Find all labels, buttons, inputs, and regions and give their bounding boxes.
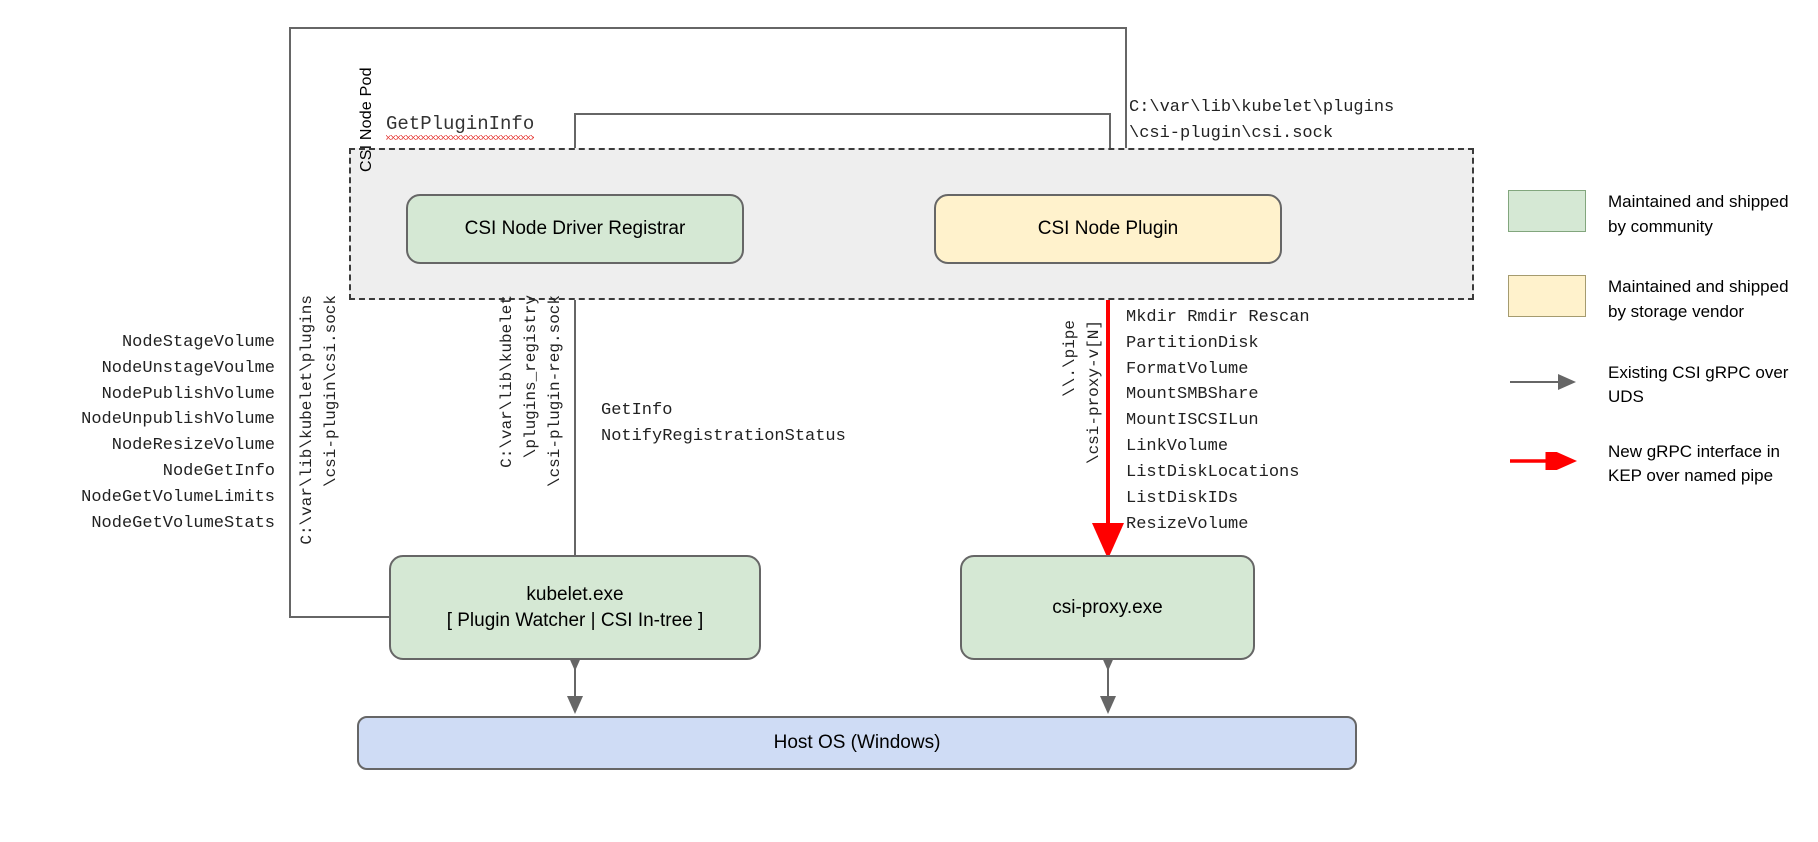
- box-kubelet-exe-subtitle: [ Plugin Watcher | CSI In-tree ]: [446, 609, 704, 631]
- legend-item-existing-grpc-label: Existing CSI gRPC over UDS: [1608, 362, 1789, 407]
- label-get-plugin-info: GetPluginInfo: [386, 113, 535, 140]
- legend-swatch-green-icon: [1508, 190, 1586, 232]
- label-plugin-socket-path: C:\var\lib\kubelet\plugins \csi-plugin\c…: [1129, 98, 1395, 143]
- label-named-pipe-path: \\.\pipe \csi-proxy-v[N]: [1061, 320, 1103, 465]
- box-kubelet-exe-title: kubelet.exe: [526, 583, 624, 605]
- box-csi-proxy-exe-label: csi-proxy.exe: [1052, 596, 1163, 618]
- box-host-os-label: Host OS (Windows): [773, 732, 941, 754]
- legend-item-vendor-label: Maintained and shipped by storage vendor: [1608, 277, 1789, 321]
- spellcheck-squiggle-underline: [386, 135, 535, 140]
- label-registration-calls: GetInfo NotifyRegistrationStatus: [601, 401, 846, 446]
- legend: Maintained and shipped by community Main…: [1508, 190, 1808, 519]
- box-csi-proxy-exe[interactable]: csi-proxy.exe: [960, 555, 1255, 660]
- label-uds-csi-socket-path: C:\var\lib\kubelet\plugins \csi-plugin\c…: [298, 295, 340, 545]
- legend-red-arrow-icon: [1508, 440, 1586, 482]
- legend-item-new-grpc-label: New gRPC interface in KEP over named pip…: [1608, 441, 1780, 486]
- legend-item-community: Maintained and shipped by community: [1508, 190, 1808, 239]
- legend-item-new-grpc: New gRPC interface in KEP over named pip…: [1508, 440, 1808, 489]
- box-csi-node-driver-registrar[interactable]: CSI Node Driver Registrar: [406, 194, 744, 264]
- label-node-service-calls: NodeStageVolume NodeUnstageVoulme NodePu…: [81, 333, 275, 533]
- legend-item-community-label: Maintained and shipped by community: [1608, 192, 1789, 236]
- csi-node-pod-label: CSI Node Pod: [358, 67, 375, 172]
- legend-swatch-yellow-icon: [1508, 275, 1586, 318]
- box-csi-node-plugin-label: CSI Node Plugin: [1037, 218, 1179, 240]
- box-kubelet-exe[interactable]: kubelet.exe [ Plugin Watcher | CSI In-tr…: [389, 555, 761, 660]
- legend-item-vendor: Maintained and shipped by storage vendor: [1508, 275, 1808, 324]
- label-csi-proxy-api-calls: Mkdir Rmdir Rescan PartitionDisk FormatV…: [1126, 308, 1310, 534]
- label-uds-registration-socket-path: C:\var\lib\kubelet \plugins_registry \cs…: [498, 295, 564, 488]
- legend-item-existing-grpc: Existing CSI gRPC over UDS: [1508, 361, 1808, 410]
- box-host-os[interactable]: Host OS (Windows): [357, 716, 1357, 770]
- box-csi-node-plugin[interactable]: CSI Node Plugin: [934, 194, 1282, 264]
- legend-gray-arrow-icon: [1508, 361, 1586, 403]
- box-csi-node-driver-registrar-label: CSI Node Driver Registrar: [464, 218, 686, 240]
- label-get-plugin-info-text: GetPluginInfo: [386, 113, 535, 135]
